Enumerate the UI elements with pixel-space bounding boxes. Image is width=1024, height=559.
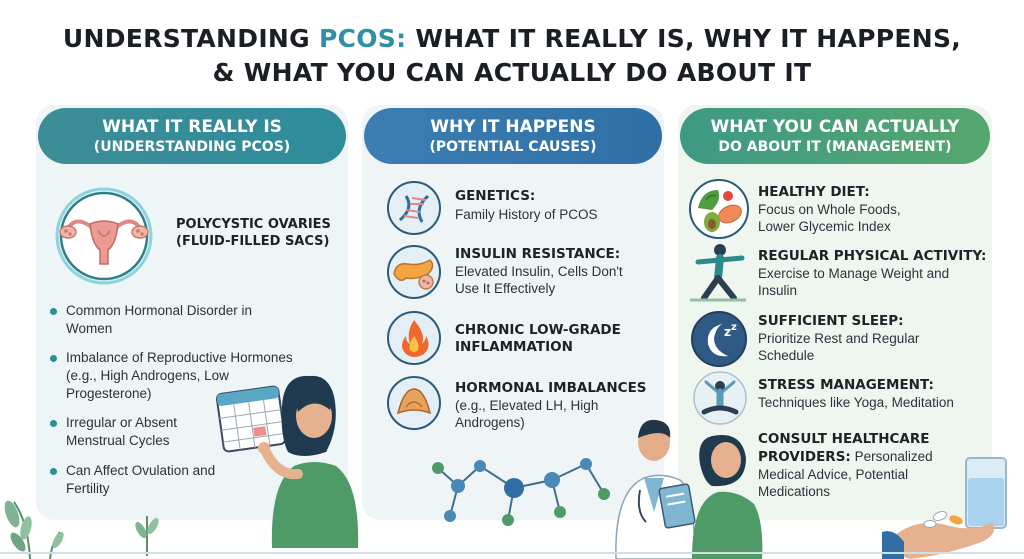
title-line-2: & WHAT YOU CAN ACTUALLY DO ABOUT IT <box>212 58 812 87</box>
leaf-decoration-left <box>4 500 64 559</box>
medication-illustration <box>882 457 1007 559</box>
meditation-icon <box>693 371 747 425</box>
management-sleep-title: SUFFICIENT SLEEP: <box>758 313 904 329</box>
moon-icon: z z <box>691 311 747 367</box>
management-consult-desc: Personalized Medical Advice, Potential M… <box>758 449 933 499</box>
management-consult-title: CONSULT HEALTHCARE PROVIDERS: <box>758 431 930 465</box>
column-2-header: WHY IT HAPPENS (POTENTIAL CAUSES) <box>364 108 662 164</box>
molecule-illustration <box>432 458 610 526</box>
woman-calendar-illustration <box>215 375 359 548</box>
dna-icon <box>387 181 441 235</box>
management-stress-title: STRESS MANAGEMENT: <box>758 377 934 393</box>
leaf-decoration-small <box>135 516 159 556</box>
pancreas-icon <box>387 245 441 299</box>
ground-line <box>0 552 1024 554</box>
doctor-patient-illustration <box>615 419 763 559</box>
management-stress-desc: Techniques like Yoga, Meditation <box>758 395 954 410</box>
food-icon <box>689 179 749 239</box>
bullet-hormone-imbalance: Imbalance of Reproductive Hormones (e.g.… <box>50 349 300 403</box>
cause-inflammation-title: CHRONIC LOW-GRADE INFLAMMATION <box>455 322 621 355</box>
cause-hormonal-desc: (e.g., Elevated LH, High Androgens) <box>455 398 599 430</box>
management-activity-title: REGULAR PHYSICAL ACTIVITY: <box>758 248 987 264</box>
bullet-irregular-cycles: Irregular or Absent Menstrual Cycles <box>50 414 200 450</box>
management-activity-desc: Exercise to Manage Weight and Insulin <box>758 266 950 298</box>
bullet-common-disorder: Common Hormonal Disorder in Women <box>50 302 280 338</box>
gland-icon <box>387 376 441 430</box>
cause-insulin-desc: Elevated Insulin, Cells Don't Use It Eff… <box>455 264 623 296</box>
management-consult: CONSULT HEALTHCARE PROVIDERS: Personaliz… <box>758 430 958 500</box>
column-3-header: WHAT YOU CAN ACTUALLY DO ABOUT IT (MANAG… <box>680 108 990 164</box>
cause-genetics-desc: Family History of PCOS <box>455 207 598 222</box>
title-accent: PCOS: <box>318 24 407 53</box>
bullet-ovulation-fertility: Can Affect Ovulation and Fertility <box>50 462 220 498</box>
flame-icon <box>387 311 441 365</box>
exercise-icon <box>690 244 746 302</box>
svg-text:z: z <box>724 325 731 339</box>
management-diet-title: HEALTHY DIET: <box>758 184 870 200</box>
feature-polycystic-ovaries: POLYCYSTIC OVARIES (FLUID-FILLED SACS) <box>176 217 331 249</box>
ovaries-icon <box>55 187 153 285</box>
cause-hormonal-title: HORMONAL IMBALANCES <box>455 380 647 396</box>
title-line-1: UNDERSTANDING PCOS: WHAT IT REALLY IS, W… <box>62 24 962 53</box>
management-diet-desc: Focus on Whole Foods, Lower Glycemic Ind… <box>758 202 901 234</box>
svg-text:z: z <box>731 322 737 333</box>
management-sleep-desc: Prioritize Rest and Regular Schedule <box>758 331 920 363</box>
page-title: UNDERSTANDING PCOS: WHAT IT REALLY IS, W… <box>0 22 1024 90</box>
cause-genetics-title: GENETICS: <box>455 188 536 204</box>
cause-insulin-title: INSULIN RESISTANCE: <box>455 246 621 262</box>
column-1-header: WHAT IT REALLY IS (UNDERSTANDING PCOS) <box>38 108 346 164</box>
